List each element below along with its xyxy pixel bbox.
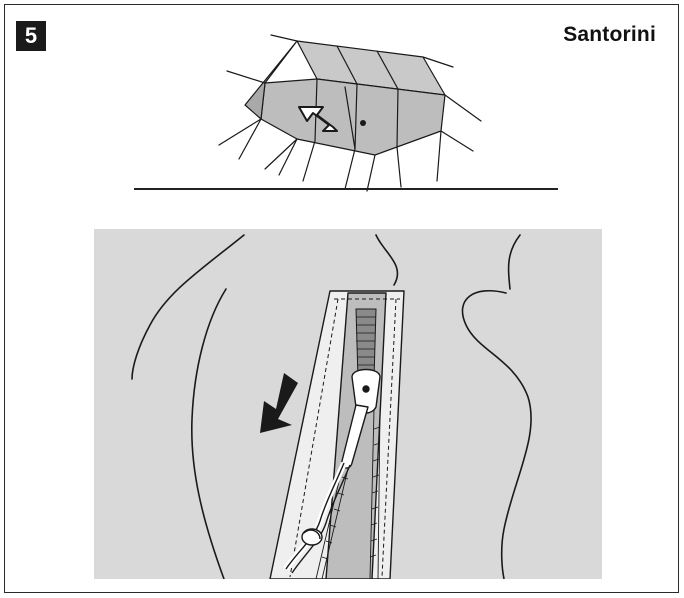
down-arrow-icon — [260, 373, 298, 433]
zipper-detail-panel — [94, 229, 602, 579]
pointer-arrow-icon — [298, 106, 366, 132]
ground-line — [134, 188, 558, 190]
instruction-panel: 5 Santorini — [4, 4, 679, 593]
tent-overview-illustration — [205, 31, 485, 196]
model-name-label: Santorini — [563, 23, 656, 46]
zipper-icon — [131, 234, 532, 579]
step-number-badge: 5 — [16, 21, 46, 51]
tent-icon — [218, 34, 482, 192]
